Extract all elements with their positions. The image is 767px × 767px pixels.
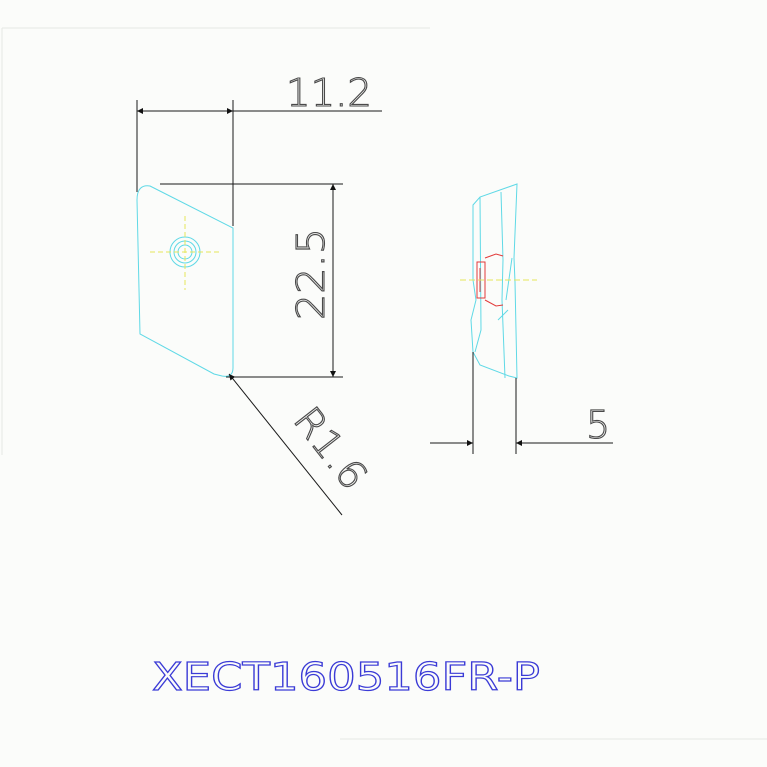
radius-label: R1.6 [285,398,376,498]
height-dimension [160,183,343,378]
thickness-dimension [430,352,613,454]
side-outline [470,183,518,379]
side-facet-line-2 [497,309,509,321]
side-edge-line [500,191,506,379]
thickness-dimension-label: 5 [586,403,610,447]
radius-leader [228,373,343,516]
width-dimension-label: 11.2 [286,71,372,115]
insert-side-view [470,183,518,379]
front-centerlines [150,216,222,290]
drawing-frame [1,27,767,740]
insert-outline [136,185,234,377]
width-dimension [136,100,382,226]
side-inner-line [474,196,482,353]
model-code: XECT160516FR-P [152,655,540,699]
height-dimension-label: 22.5 [289,228,333,320]
side-facet-line [505,257,513,301]
